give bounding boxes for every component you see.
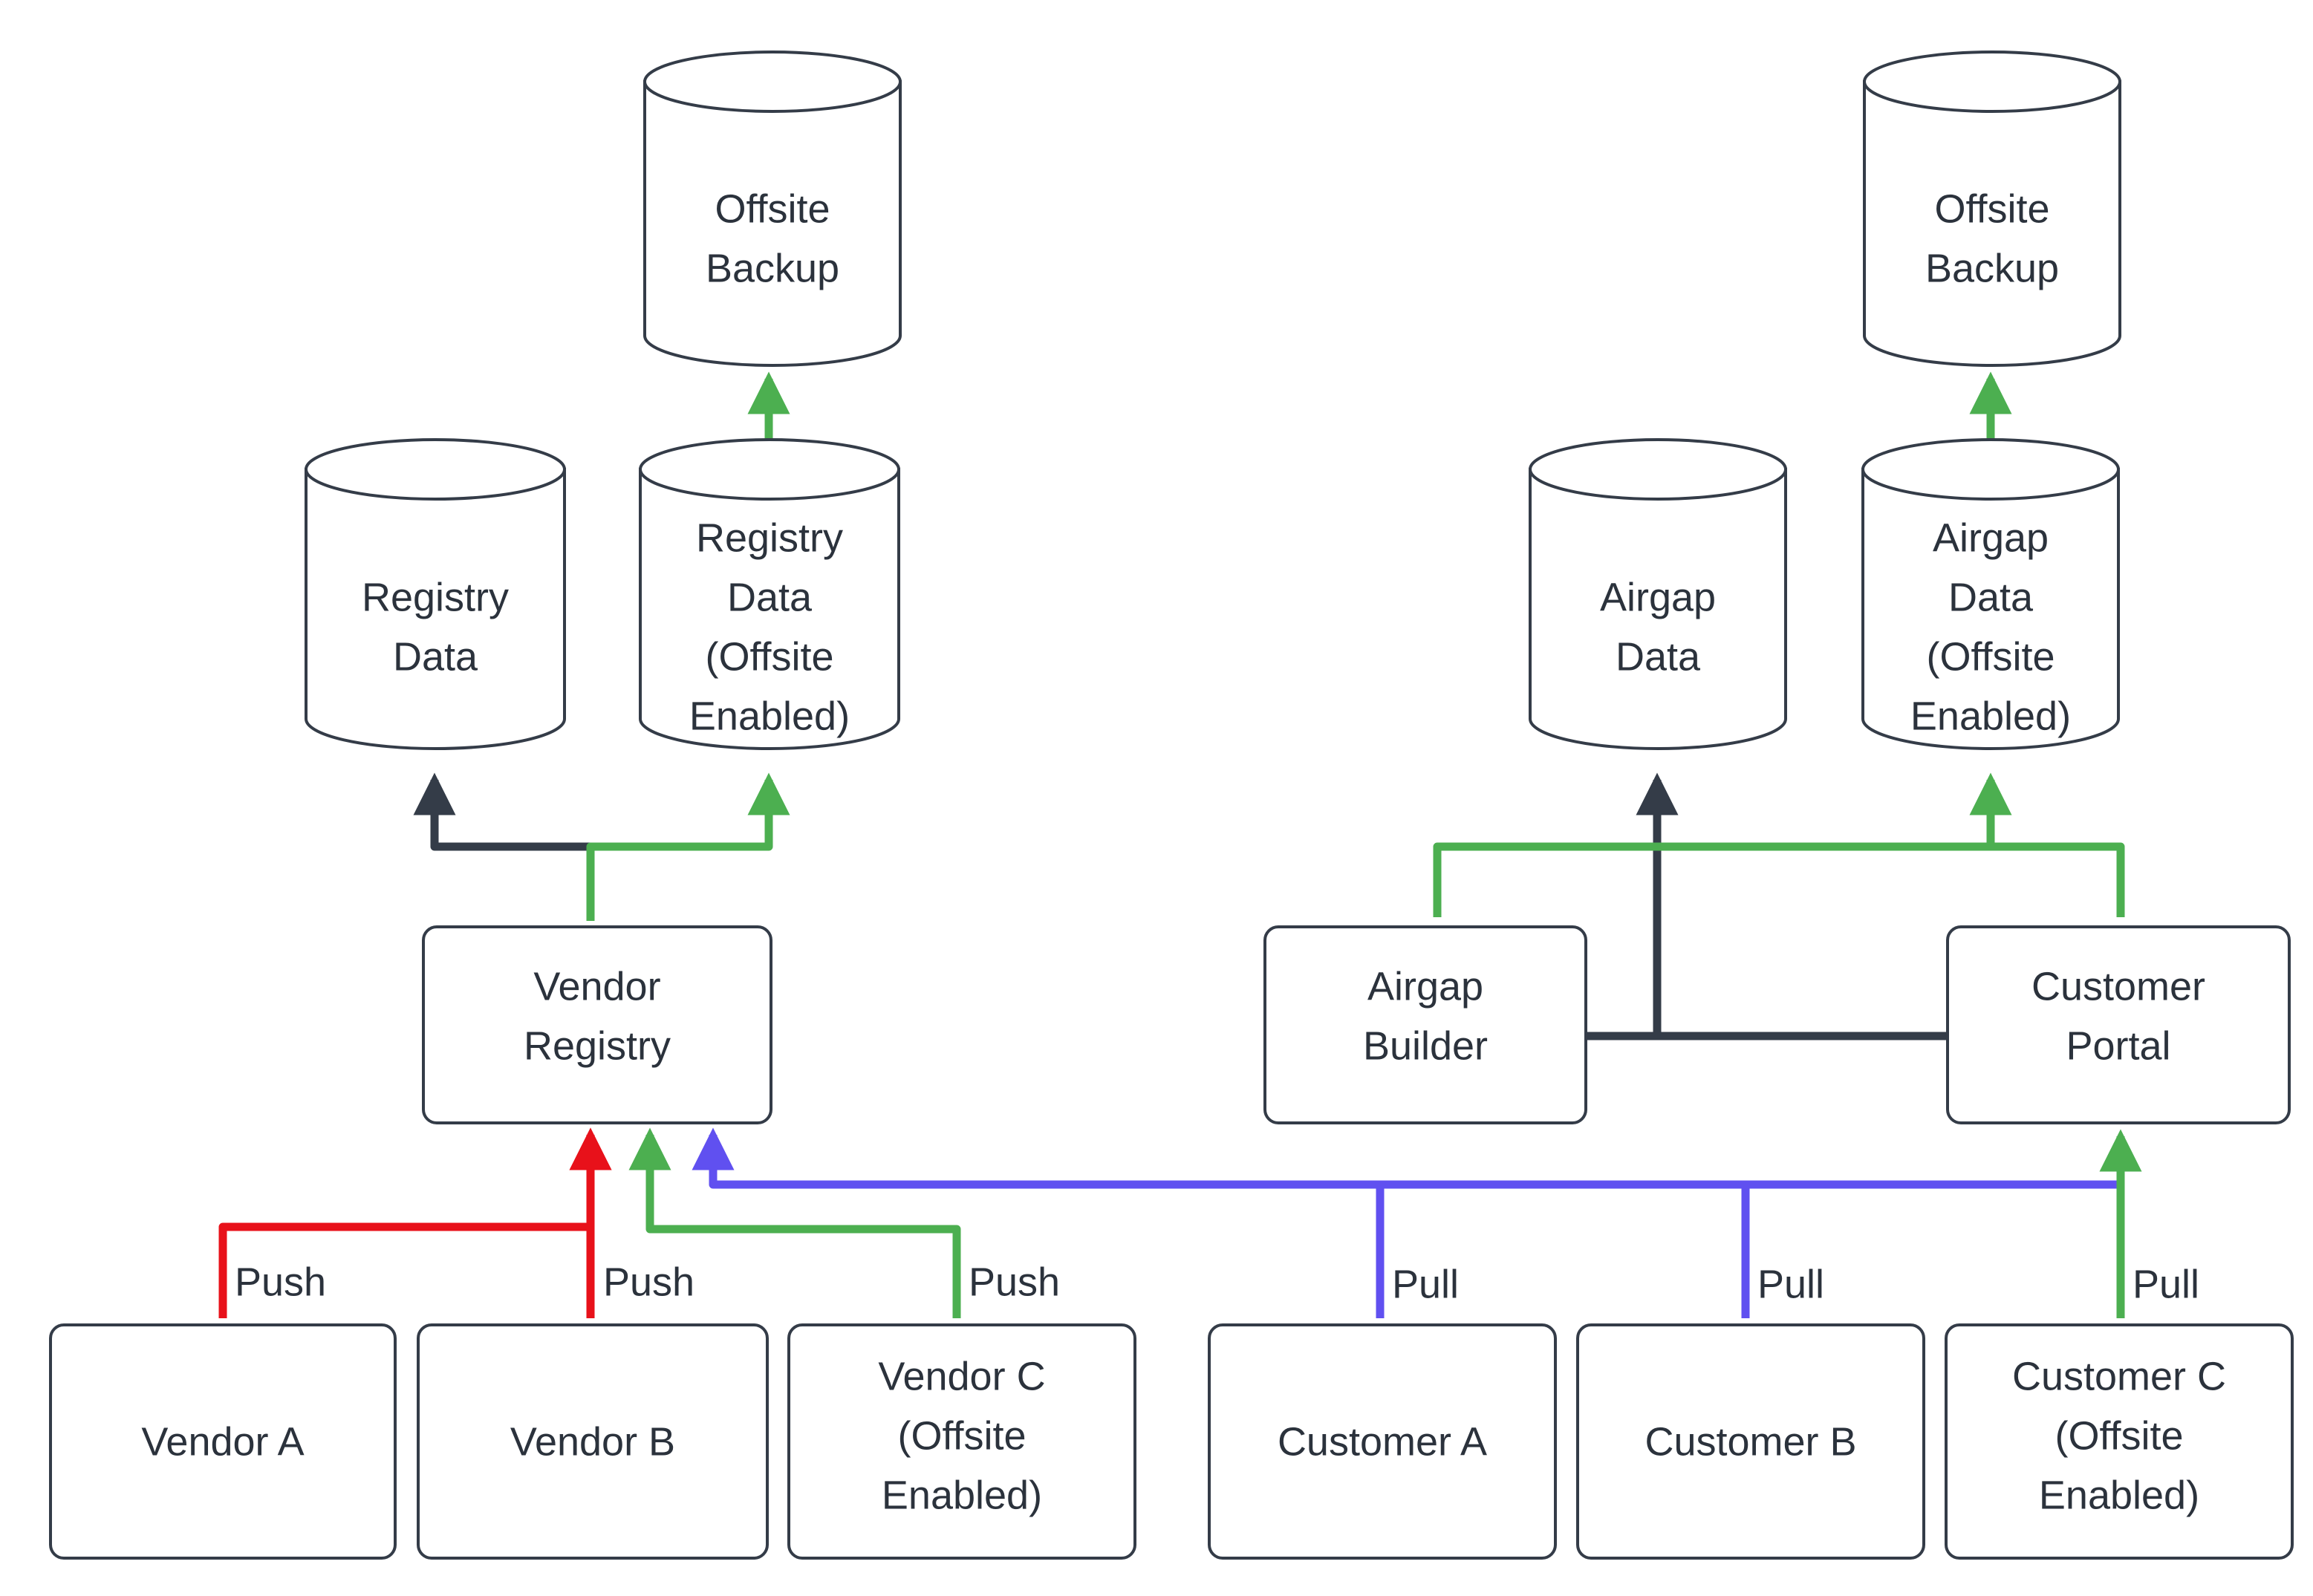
edge-label-push-vendor-c: Push xyxy=(969,1260,1060,1304)
node-registry-data-offsite[interactable]: Registry Data (Offsite Enabled) xyxy=(639,438,900,750)
node-label-registry-data-offsite-line2: Data xyxy=(727,575,813,619)
node-label-customer-c-line1: Customer C xyxy=(2012,1354,2226,1398)
node-label-registry-data-line2: Data xyxy=(393,634,478,679)
node-label-customer-c-line3: Enabled) xyxy=(2039,1473,2199,1517)
node-label-vendor-registry-line2: Registry xyxy=(524,1023,671,1068)
node-airgap-data[interactable]: Airgap Data xyxy=(1529,438,1787,750)
node-offsite-backup-right[interactable]: Offsite Backup xyxy=(1863,51,2121,367)
node-vendor-c[interactable]: Vendor C (Offsite Enabled) xyxy=(787,1323,1136,1560)
node-label-vendor-b: Vendor B xyxy=(510,1419,675,1464)
node-label-vendor-c-line1: Vendor C xyxy=(878,1354,1045,1398)
edge-label-push-vendor-b: Push xyxy=(603,1260,694,1304)
node-label-customer-b: Customer B xyxy=(1645,1419,1856,1464)
node-label-registry-data-offsite-line4: Enabled) xyxy=(689,694,850,738)
edge-airgap-builder-to-airgap-data-offsite xyxy=(1433,842,1991,917)
node-label-offsite-backup-left-line1: Offsite xyxy=(715,186,830,231)
edge-customer-portal-to-airgap-data-offsite xyxy=(1991,842,2125,917)
node-label-customer-c-line2: (Offsite xyxy=(2055,1413,2183,1458)
edge-vendor-registry-to-registry-data-offsite xyxy=(586,772,790,921)
node-label-customer-a: Customer A xyxy=(1278,1419,1487,1464)
node-label-airgap-data-line1: Airgap xyxy=(1600,575,1716,619)
node-offsite-backup-left[interactable]: Offsite Backup xyxy=(643,51,902,367)
node-vendor-b[interactable]: Vendor B xyxy=(417,1323,769,1560)
node-airgap-builder[interactable]: Airgap Builder xyxy=(1263,925,1587,1124)
node-label-offsite-backup-left-line2: Backup xyxy=(706,246,839,290)
edge-customer-portal-to-vendor-registry xyxy=(692,1127,2125,1189)
node-label-vendor-a: Vendor A xyxy=(141,1419,304,1464)
node-customer-c[interactable]: Customer C (Offsite Enabled) xyxy=(1945,1323,2294,1560)
node-label-airgap-data-offsite-line1: Airgap xyxy=(1933,515,2049,560)
node-label-vendor-registry-line1: Vendor xyxy=(533,964,660,1009)
node-airgap-data-offsite[interactable]: Airgap Data (Offsite Enabled) xyxy=(1861,438,2120,750)
node-customer-b[interactable]: Customer B xyxy=(1576,1323,1925,1560)
node-customer-a[interactable]: Customer A xyxy=(1208,1323,1557,1560)
node-label-airgap-data-offsite-line3: (Offsite xyxy=(1926,634,2055,679)
node-label-customer-portal-line2: Portal xyxy=(2066,1023,2170,1068)
edge-vendor-c-push xyxy=(628,1127,961,1318)
node-label-airgap-data-offsite-line4: Enabled) xyxy=(1910,694,2071,738)
node-label-vendor-c-line2: (Offsite xyxy=(897,1413,1026,1458)
node-label-registry-data-line1: Registry xyxy=(362,575,509,619)
node-label-registry-data-offsite-line1: Registry xyxy=(696,515,843,560)
node-customer-portal[interactable]: Customer Portal xyxy=(1946,925,2291,1124)
node-label-airgap-data-offsite-line2: Data xyxy=(1948,575,2034,619)
node-label-airgap-builder-line2: Builder xyxy=(1363,1023,1488,1068)
edge-label-pull-customer-c: Pull xyxy=(2133,1262,2199,1306)
node-vendor-registry[interactable]: Vendor Registry xyxy=(422,925,772,1124)
edge-label-pull-customer-b: Pull xyxy=(1757,1262,1824,1306)
node-label-offsite-backup-right-line1: Offsite xyxy=(1934,186,2049,231)
node-registry-data[interactable]: Registry Data xyxy=(305,438,566,750)
node-label-customer-portal-line1: Customer xyxy=(2031,964,2205,1009)
node-label-offsite-backup-right-line2: Backup xyxy=(1925,246,2059,290)
node-label-vendor-c-line3: Enabled) xyxy=(882,1473,1042,1517)
edge-label-pull-customer-a: Pull xyxy=(1392,1262,1459,1306)
edge-vendor-registry-to-registry-data xyxy=(413,772,595,921)
node-label-airgap-builder-line1: Airgap xyxy=(1367,964,1483,1009)
node-label-registry-data-offsite-line3: (Offsite xyxy=(705,634,833,679)
node-vendor-a[interactable]: Vendor A xyxy=(49,1323,397,1560)
edge-label-push-vendor-a: Push xyxy=(235,1260,326,1304)
node-label-airgap-data-line2: Data xyxy=(1616,634,1701,679)
